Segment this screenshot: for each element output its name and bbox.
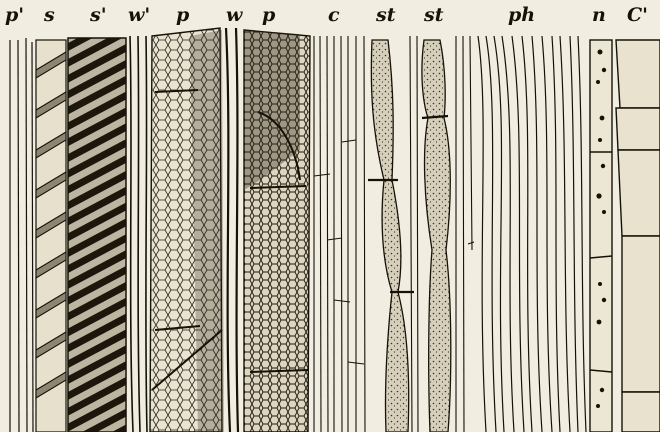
label-c-prime: C'	[627, 2, 648, 28]
label-ph: ph	[508, 2, 535, 28]
sieve-tube-st-1	[368, 40, 414, 432]
label-s-prime: s'	[90, 2, 107, 28]
spiral-vessel-s-prime	[68, 38, 126, 432]
p-prime-fibres	[10, 38, 33, 432]
sieve-tube-st-2	[422, 40, 451, 432]
label-n: n	[592, 2, 606, 28]
cambium-c-prime	[616, 40, 660, 432]
label-st-2: st	[424, 2, 443, 28]
label-s: s	[44, 2, 55, 28]
label-w: w	[226, 2, 242, 28]
label-p-prime: p'	[5, 2, 24, 28]
label-c: c	[328, 2, 340, 28]
w-prime-walls	[130, 36, 147, 432]
w-wall	[226, 28, 238, 432]
label-p-2: p	[262, 2, 275, 28]
phloem-ph	[478, 36, 586, 432]
label-w-prime: w'	[128, 2, 150, 28]
parenchyma-p-2	[244, 30, 310, 432]
parenchyma-p-1	[150, 28, 224, 432]
spiral-vessel-s	[36, 40, 66, 432]
cells-n	[590, 40, 612, 432]
label-st-1: st	[376, 2, 395, 28]
label-p-1: p	[176, 2, 189, 28]
fibres-c	[314, 36, 365, 432]
